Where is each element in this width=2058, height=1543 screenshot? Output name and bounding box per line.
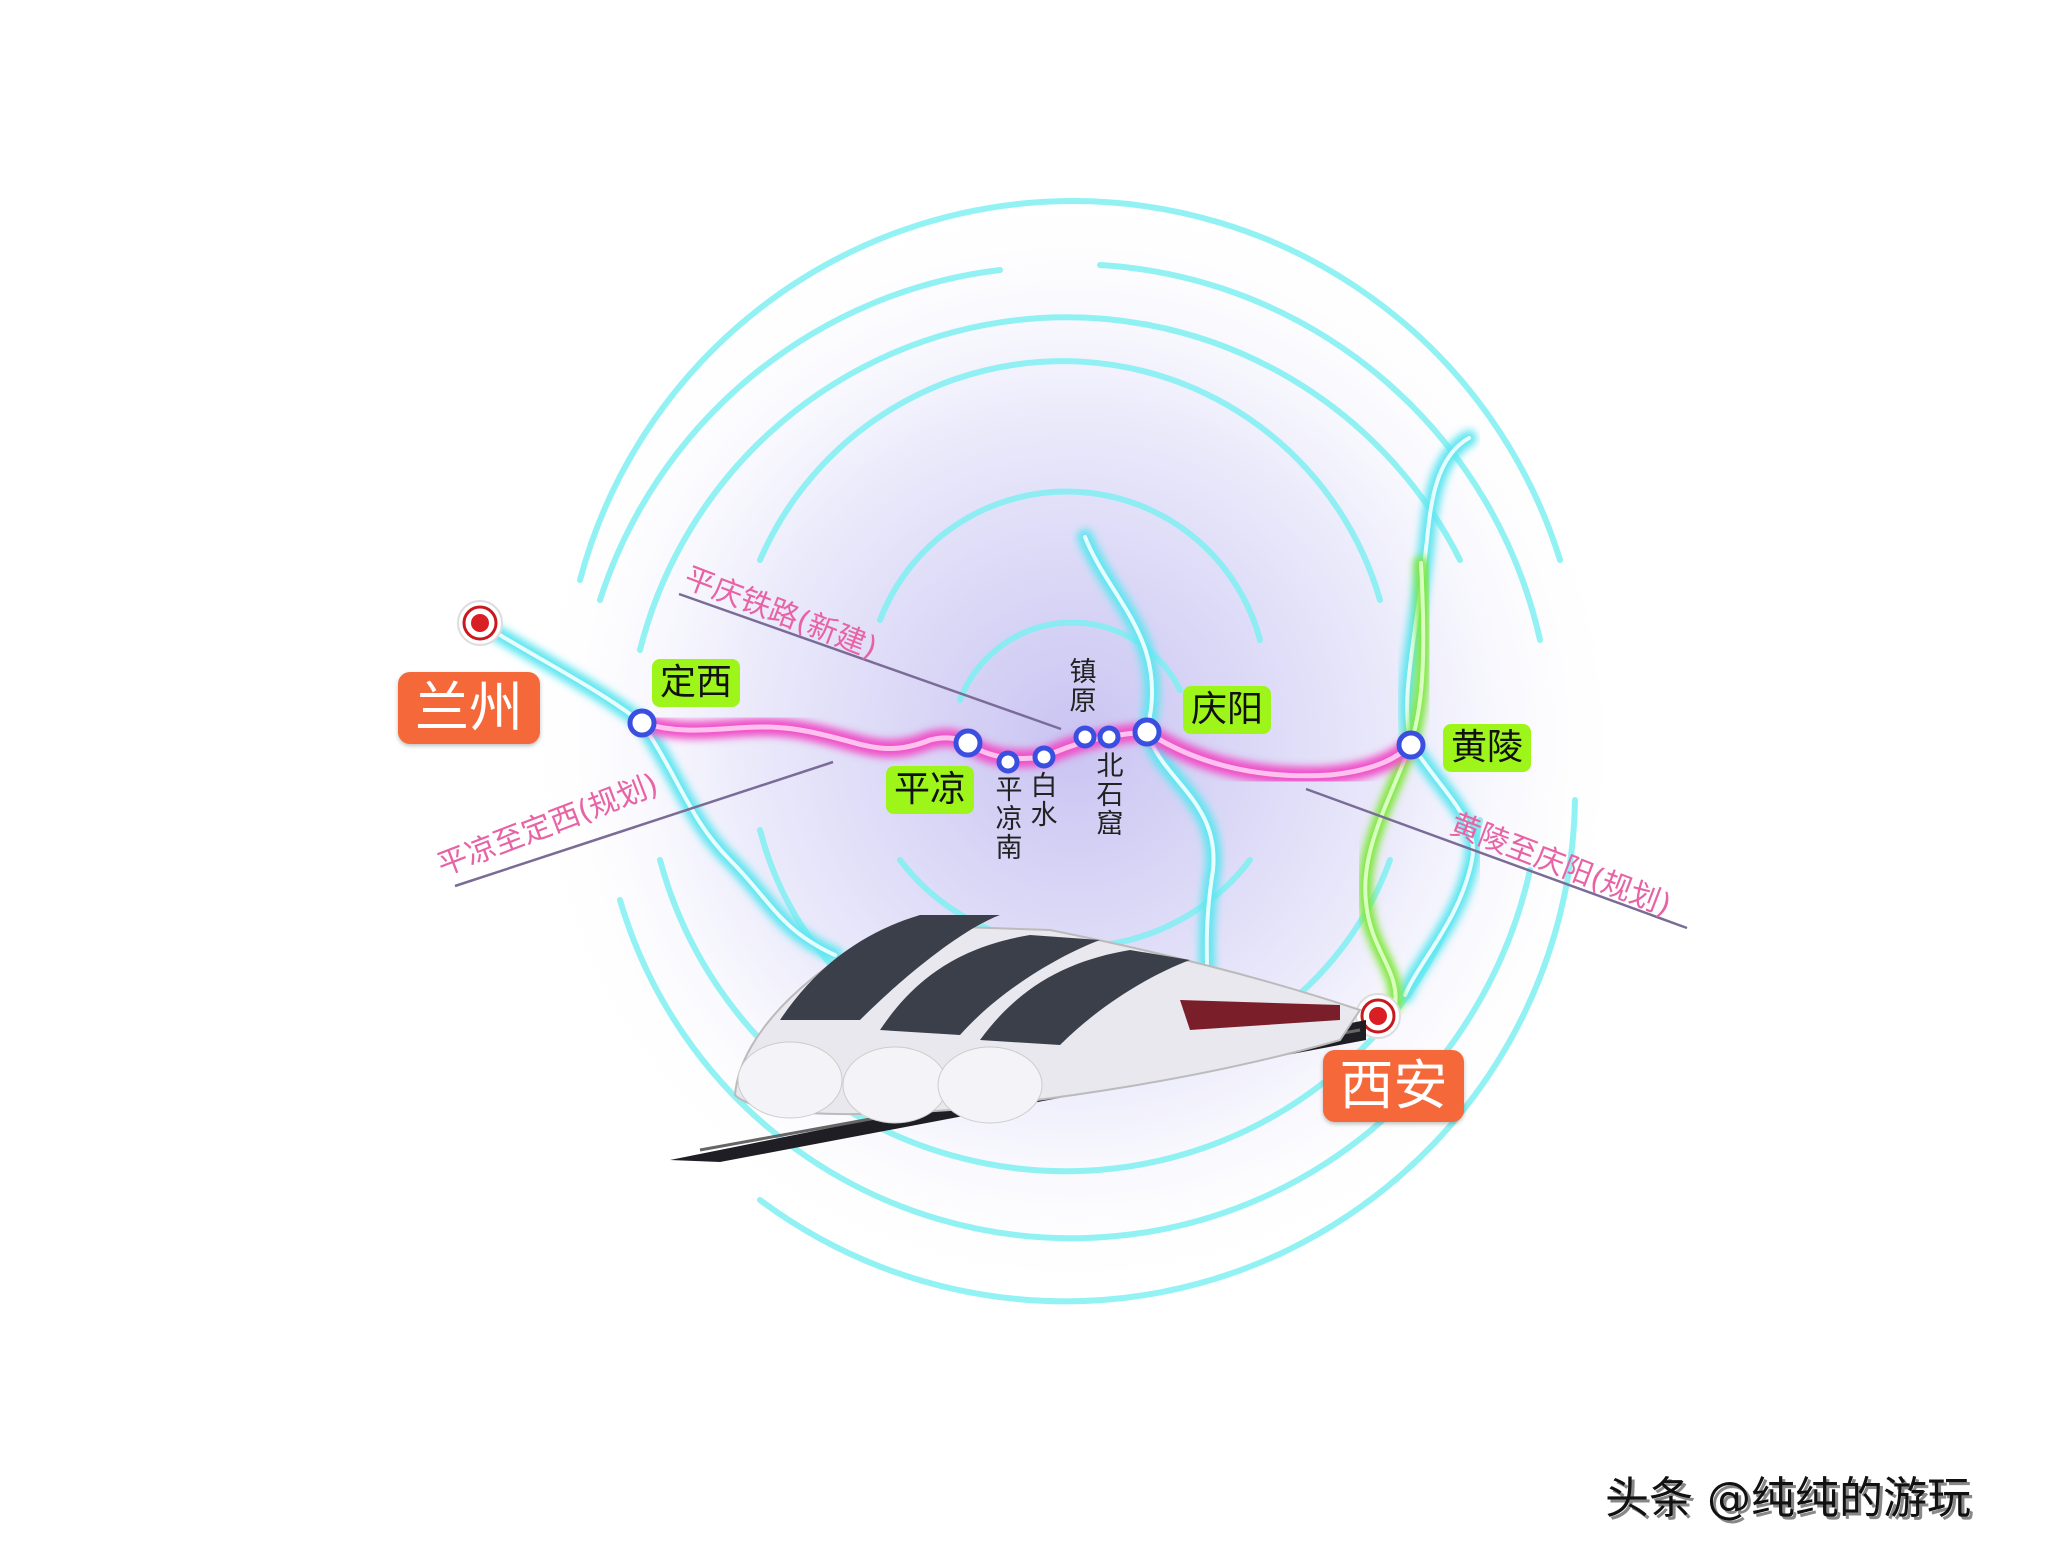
city-marker-lanzhou[interactable] (457, 600, 503, 646)
station-node-dingxi[interactable] (627, 708, 657, 738)
city-marker-xian[interactable] (1355, 993, 1401, 1039)
station-label-zhenyuan: 镇原 (1069, 657, 1097, 717)
city-label-lanzhou: 兰州 (398, 672, 540, 744)
city-label-xian: 西安 (1323, 1050, 1464, 1122)
station-label-qingyang: 庆阳 (1183, 686, 1272, 734)
station-nodes (627, 708, 1426, 774)
watermark: 头条 @纯纯的游玩 (1605, 1473, 1971, 1524)
station-node-zhenyuan[interactable] (1073, 725, 1097, 749)
annotation-leader-lines (454, 592, 1688, 930)
station-node-huangling[interactable] (1396, 730, 1426, 760)
station-label-dingxi: 定西 (652, 659, 741, 707)
station-label-pingliang: 平凉 (886, 766, 975, 814)
station-label-pingliangnan: 平凉南 (995, 775, 1023, 864)
train-image (670, 915, 1366, 1162)
station-node-pingliangnan[interactable] (996, 750, 1020, 774)
station-label-beishiku: 北石窟 (1096, 751, 1124, 840)
station-node-beishiku[interactable] (1097, 725, 1121, 749)
station-node-qingyang[interactable] (1132, 717, 1162, 747)
station-node-baishui[interactable] (1032, 745, 1056, 769)
station-label-huangling: 黄陵 (1443, 724, 1532, 772)
green-line (1358, 556, 1431, 1012)
station-node-pingliang[interactable] (953, 728, 983, 758)
station-label-baishui: 白水 (1030, 771, 1058, 831)
